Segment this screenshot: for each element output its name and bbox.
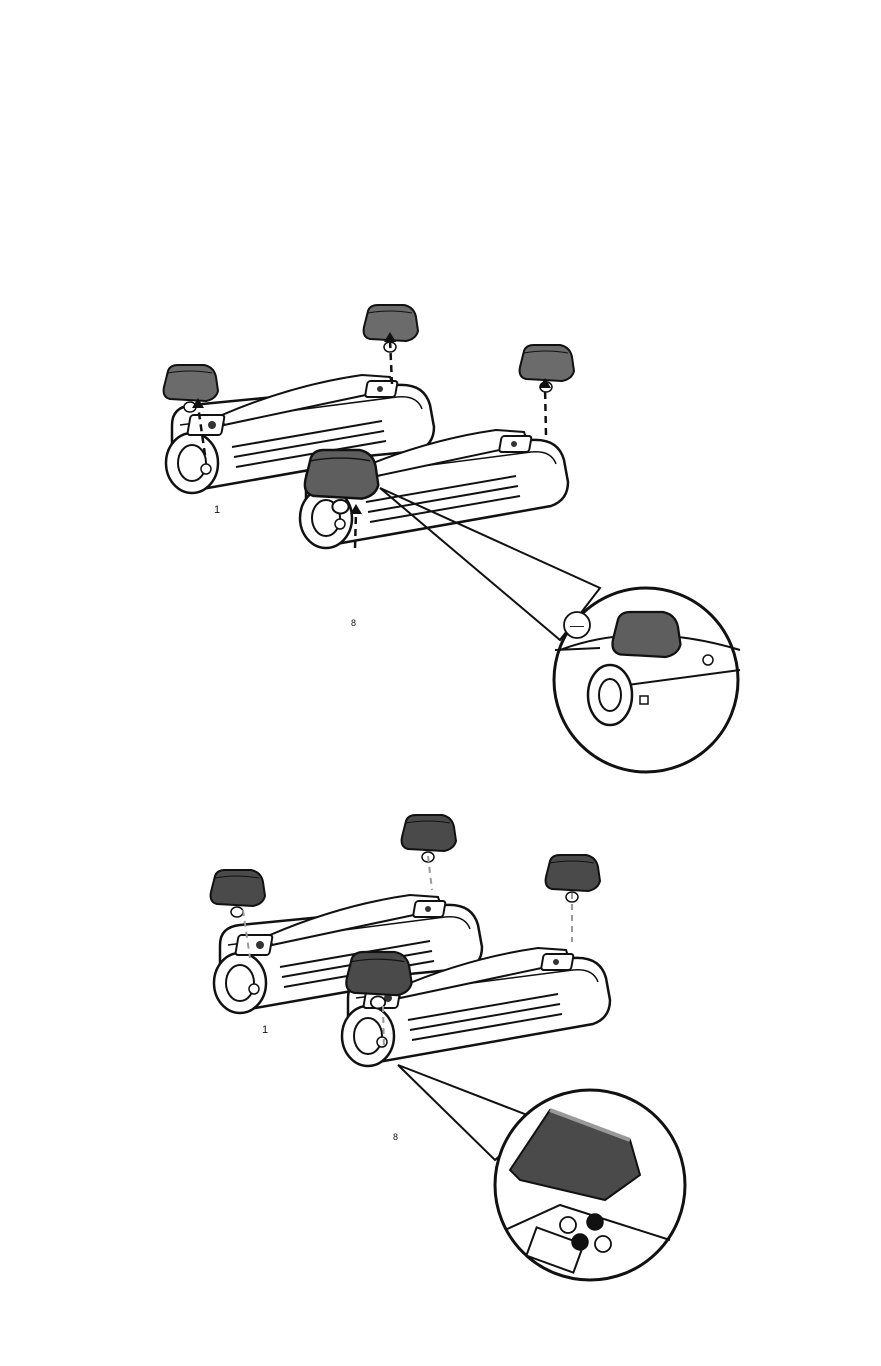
- cap-bottom-left: [211, 870, 265, 917]
- bottom-left-foot-label: 1: [262, 1024, 268, 1036]
- minus-symbol: —: [564, 612, 590, 638]
- callout-circle-bottom: [495, 1090, 685, 1280]
- bottom-figure: 1 8: [211, 815, 685, 1280]
- top-right-foot-label: 8: [351, 618, 356, 628]
- cap-bottom-center: [402, 815, 456, 862]
- top-left-foot-label: 1: [214, 504, 220, 516]
- top-figure: 1 8: [164, 305, 740, 772]
- minus-symbol-text: —: [570, 617, 584, 633]
- bottom-right-foot-label: 8: [393, 1132, 398, 1142]
